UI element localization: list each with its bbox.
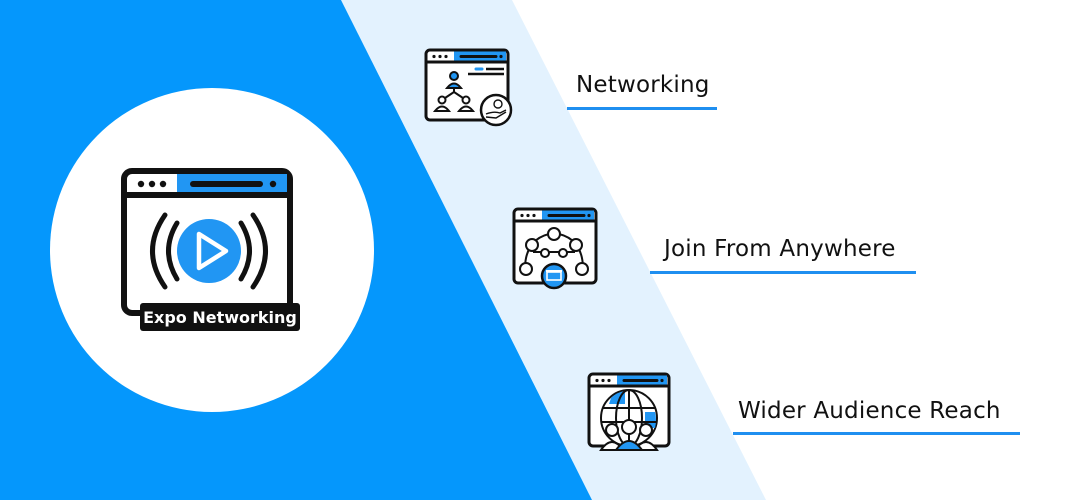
feature-underline-networking — [567, 107, 717, 110]
globe-audience-icon — [587, 372, 671, 451]
networking-hierarchy-icon — [424, 48, 513, 127]
feature-label-join-from-anywhere: Join From Anywhere — [664, 236, 896, 262]
feature-underline-wider-audience-reach — [733, 432, 1020, 435]
live-stream-play-icon: Expo Networking — [121, 168, 300, 331]
hero-badge-label: Expo Networking — [143, 308, 297, 327]
connected-network-store-icon — [512, 207, 598, 290]
feature-underline-join-from-anywhere — [650, 271, 916, 274]
feature-label-wider-audience-reach: Wider Audience Reach — [738, 398, 1001, 424]
feature-label-networking: Networking — [576, 72, 710, 98]
